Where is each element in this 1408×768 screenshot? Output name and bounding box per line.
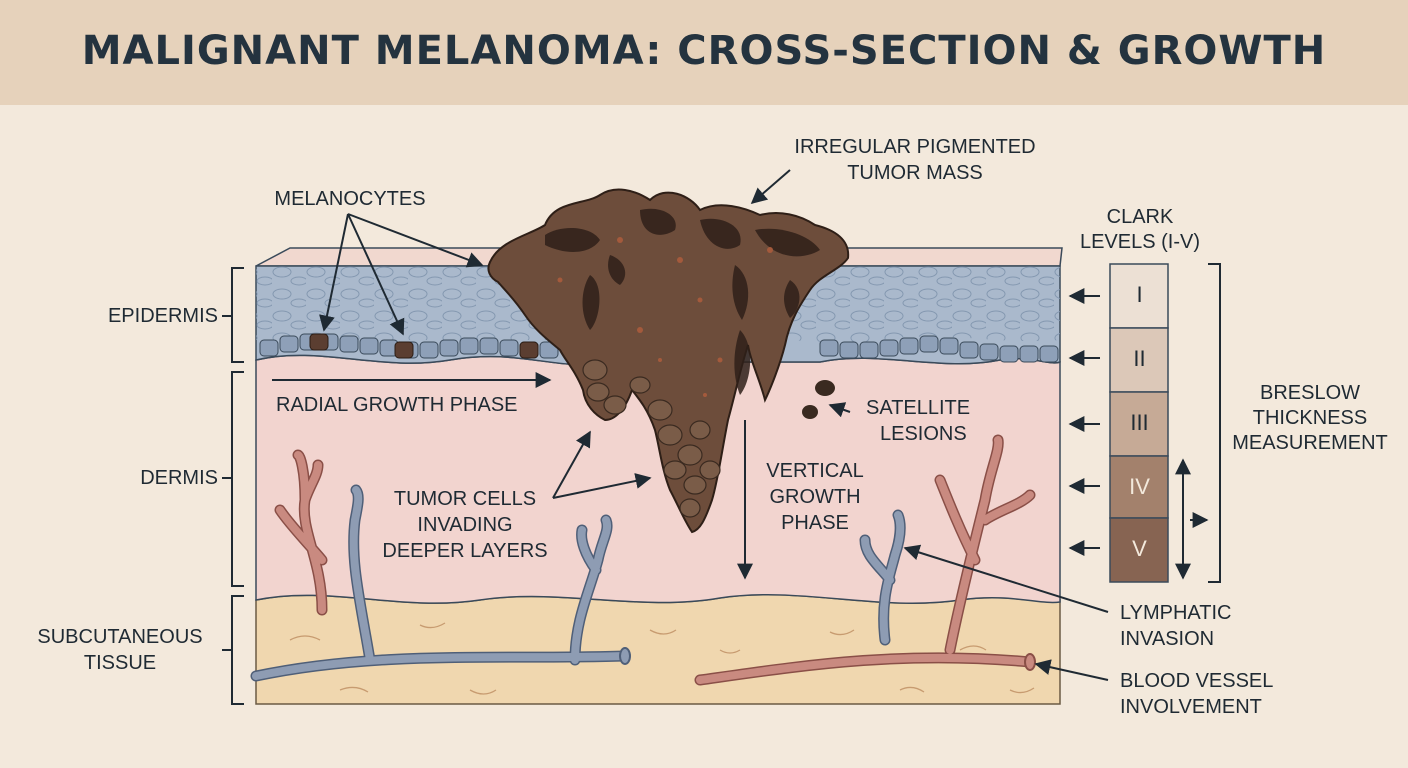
clark-level-2	[1109, 327, 1169, 393]
melanocyte-cells	[309, 333, 539, 359]
clark-level-label-4: IV	[1129, 474, 1150, 499]
label-blood-line2: INVOLVEMENT	[1120, 696, 1262, 718]
label-lymphatic-line2: INVASION	[1120, 628, 1215, 650]
clark-level-arrows	[1068, 288, 1100, 556]
clark-level-5	[1109, 517, 1169, 583]
label-tumor-mass-line1: IRREGULAR PIGMENTED	[794, 136, 1036, 158]
label-melanocytes: MELANOCYTES	[274, 188, 426, 210]
clark-levels-column	[1109, 263, 1169, 583]
tumor-pigment	[545, 208, 820, 395]
label-epidermis: EPIDERMIS	[107, 305, 218, 327]
label-lymphatic-line1: LYMPHATIC	[1120, 602, 1232, 624]
label-vertical-line3: PHASE	[781, 512, 849, 534]
blood-vessel-end	[1024, 653, 1036, 671]
clark-level-4	[1109, 455, 1169, 519]
tumor-speckles	[557, 237, 773, 397]
label-invading-line1: TUMOR CELLS	[393, 488, 537, 510]
breslow-measurement	[1175, 263, 1221, 583]
label-vertical-line1: VERTICAL	[766, 460, 864, 482]
page-title: MALIGNANT MELANOMA: CROSS-SECTION & GROW…	[81, 28, 1327, 74]
label-tumor-mass-line2: TUMOR MASS	[847, 162, 983, 184]
clark-level-label-5: V	[1132, 536, 1147, 561]
subcutaneous-layer	[255, 594, 1061, 705]
annotation-arrows	[272, 169, 1109, 681]
blood-vessels-fill	[276, 436, 1034, 684]
label-radial-growth: RADIAL GROWTH PHASE	[276, 394, 518, 416]
satellite-lesions	[802, 380, 835, 419]
clark-level-label-2: II	[1133, 346, 1146, 371]
clark-level-3	[1109, 391, 1169, 457]
label-breslow-line1: BRESLOW	[1259, 382, 1361, 404]
label-subcutaneous-line1: SUBCUTANEOUS	[37, 626, 203, 648]
label-invading-line3: DEEPER LAYERS	[382, 540, 548, 562]
clark-level-label-3: III	[1130, 410, 1149, 435]
label-clark-line2: LEVELS (I-V)	[1079, 231, 1201, 253]
clark-level-1	[1109, 263, 1169, 329]
label-breslow-line2: THICKNESS	[1252, 407, 1368, 429]
lymphatic-vessels-fill	[252, 486, 905, 680]
lymphatic-vessel-end	[619, 647, 631, 665]
label-dermis: DERMIS	[140, 467, 218, 489]
label-satellite-line2: LESIONS	[880, 423, 967, 445]
layer-brackets	[222, 267, 244, 705]
label-clark-line1: CLARK	[1106, 206, 1174, 228]
tumor-cells-cluster	[582, 359, 721, 518]
label-vertical-line2: GROWTH	[769, 486, 861, 508]
label-blood-line1: BLOOD VESSEL	[1120, 670, 1274, 692]
label-breslow-line3: MEASUREMENT	[1232, 432, 1388, 454]
label-satellite-line1: SATELLITE	[866, 397, 971, 419]
label-invading-line2: INVADING	[417, 514, 513, 536]
label-subcutaneous-line2: TISSUE	[83, 652, 157, 674]
clark-level-label-1: I	[1136, 282, 1143, 307]
title-bar	[0, 0, 1408, 105]
